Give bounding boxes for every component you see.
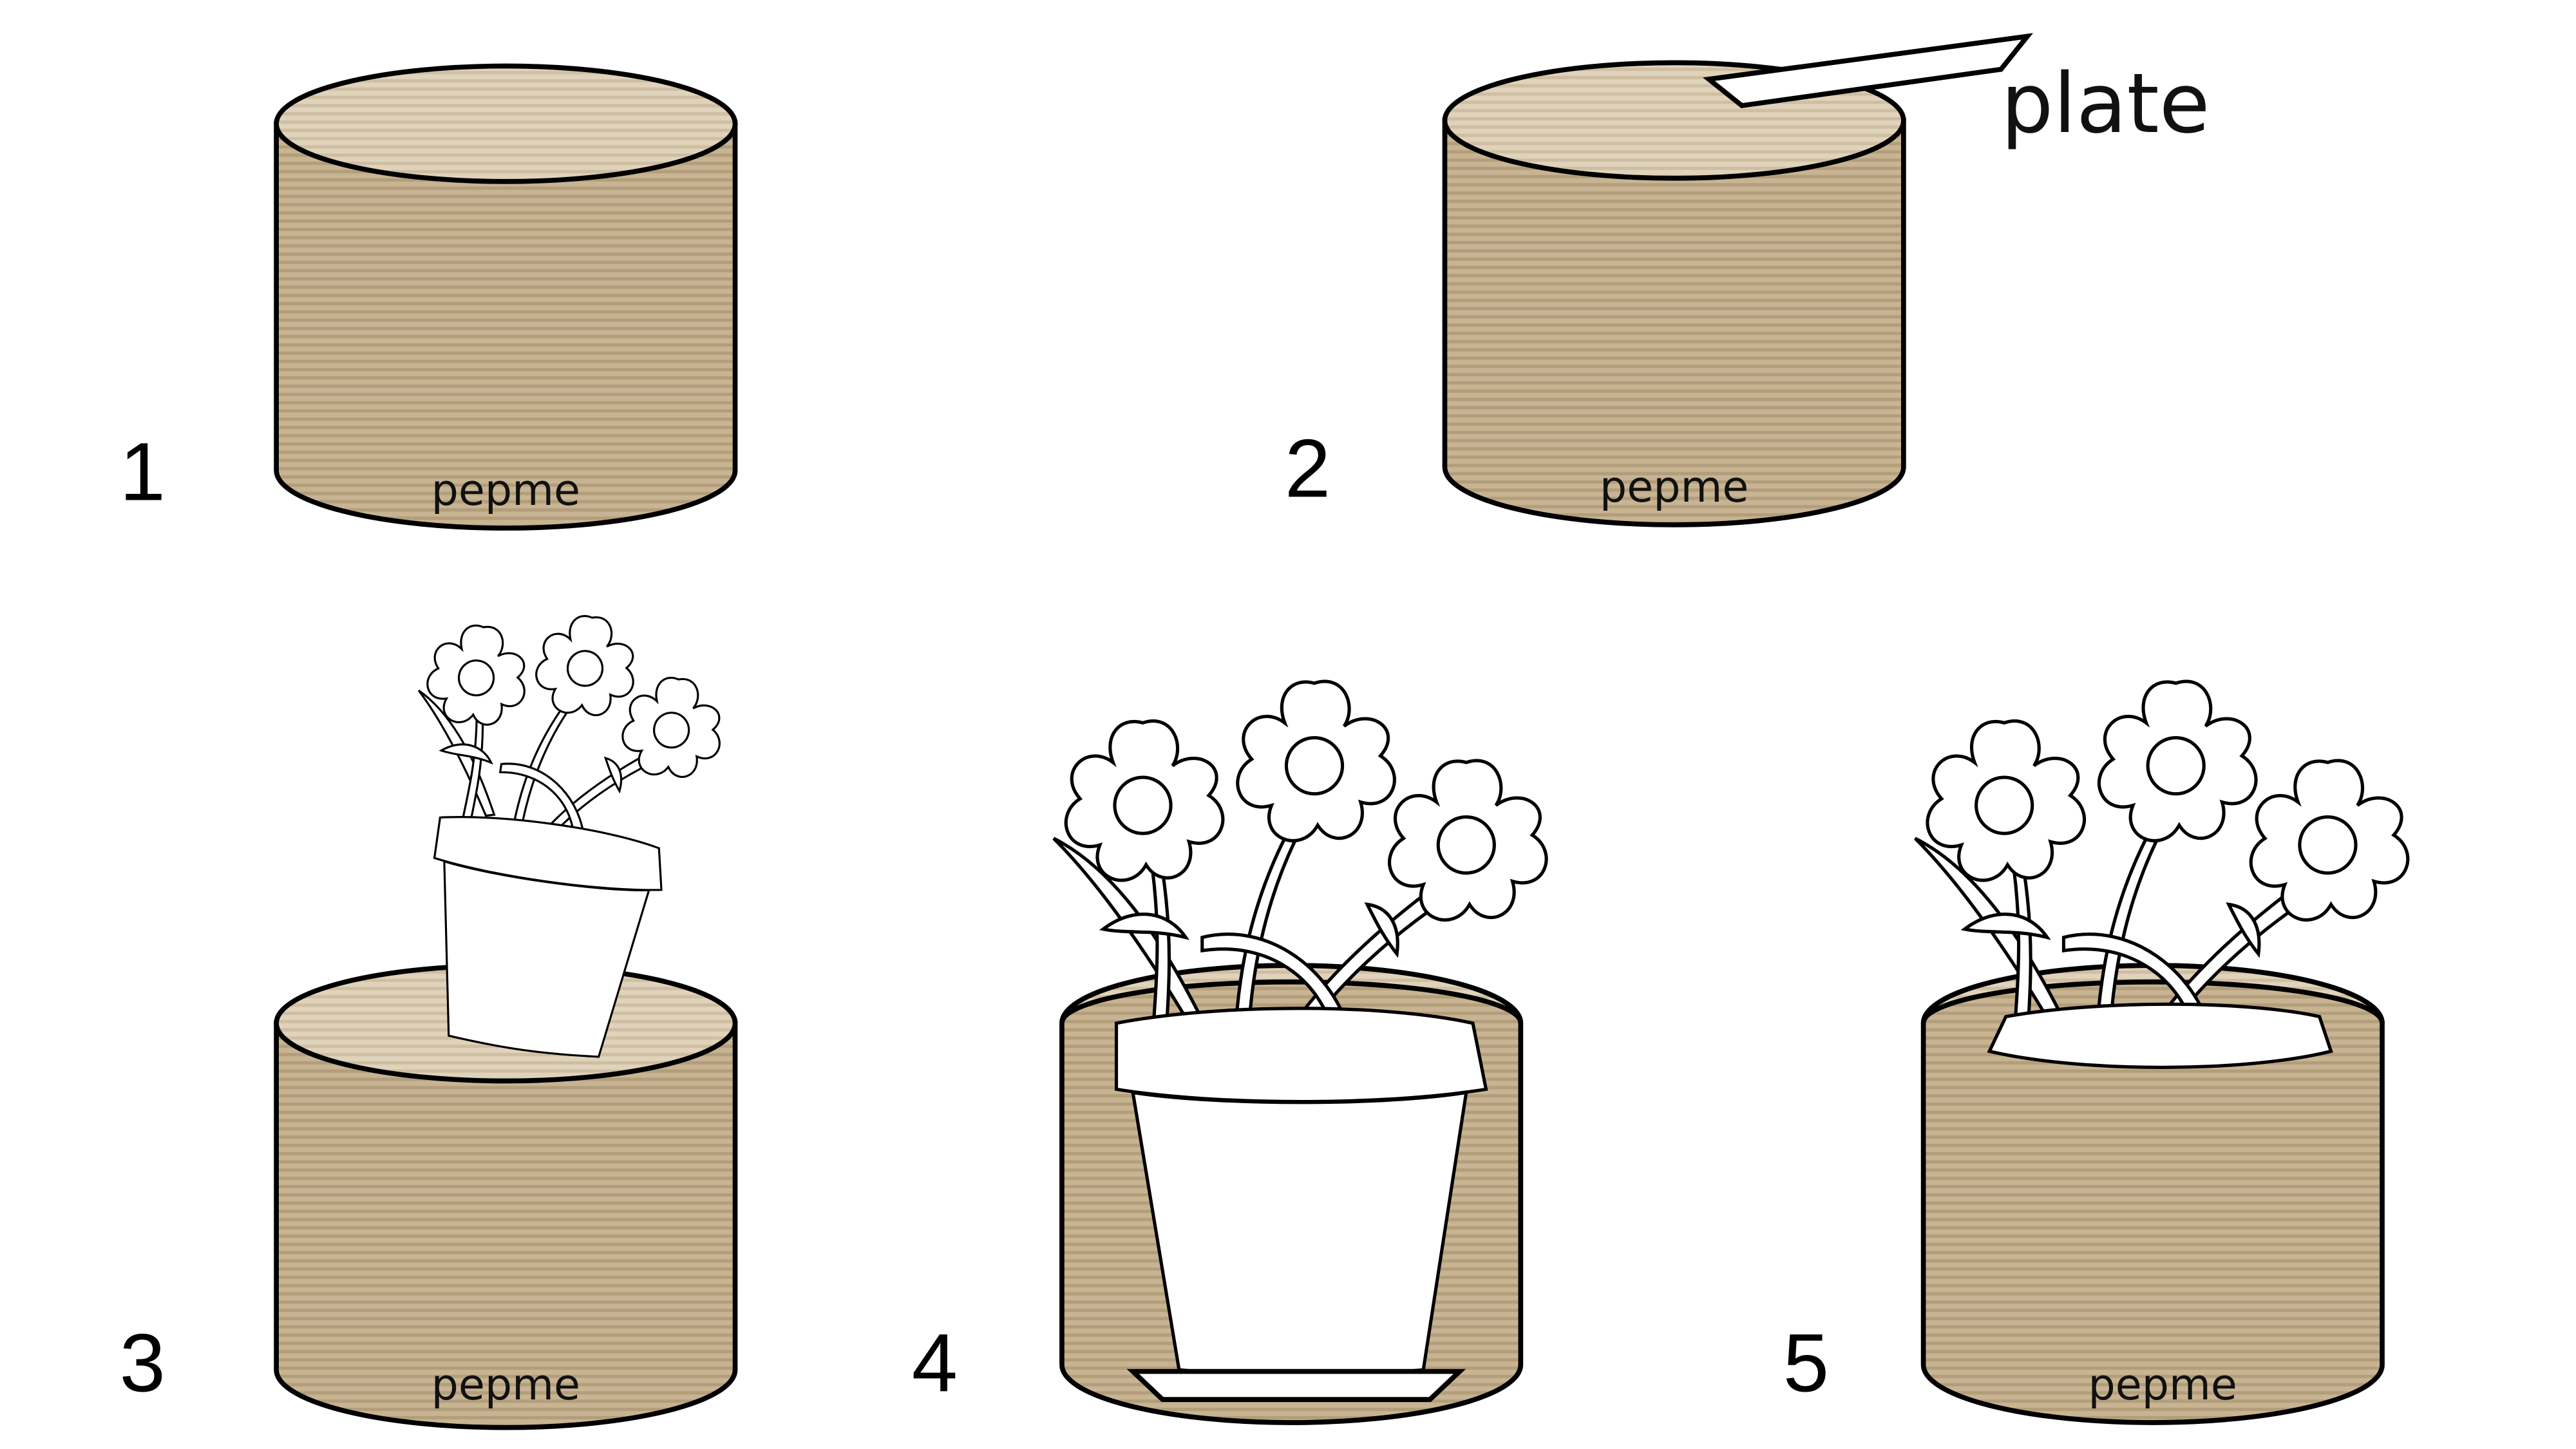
step-number: 5	[1783, 1317, 1829, 1409]
pot-rim	[1987, 1002, 2333, 1069]
step-number: 2	[1285, 422, 1331, 515]
step-1: 1 pepme	[120, 66, 735, 529]
cylinder-label: pepme	[431, 465, 580, 515]
step-2: 2 pepme plate	[1285, 33, 2210, 525]
step-number: 1	[120, 426, 166, 518]
plate	[1126, 1368, 1466, 1402]
step-3: 3 pepme	[120, 594, 735, 1428]
plate-callout: plate	[2001, 56, 2210, 152]
plate	[1703, 33, 2034, 109]
step-number: 3	[120, 1317, 166, 1409]
step-5: 5 pepme	[1783, 681, 2408, 1423]
cylinder-label: pepme	[1600, 462, 1748, 512]
cylinder-label: pepme	[431, 1359, 580, 1410]
step-number: 4	[912, 1317, 958, 1409]
flower-pot	[1116, 1009, 1486, 1376]
cylinder-label: pepme	[2088, 1359, 2237, 1410]
step-4: 4	[912, 681, 1546, 1423]
